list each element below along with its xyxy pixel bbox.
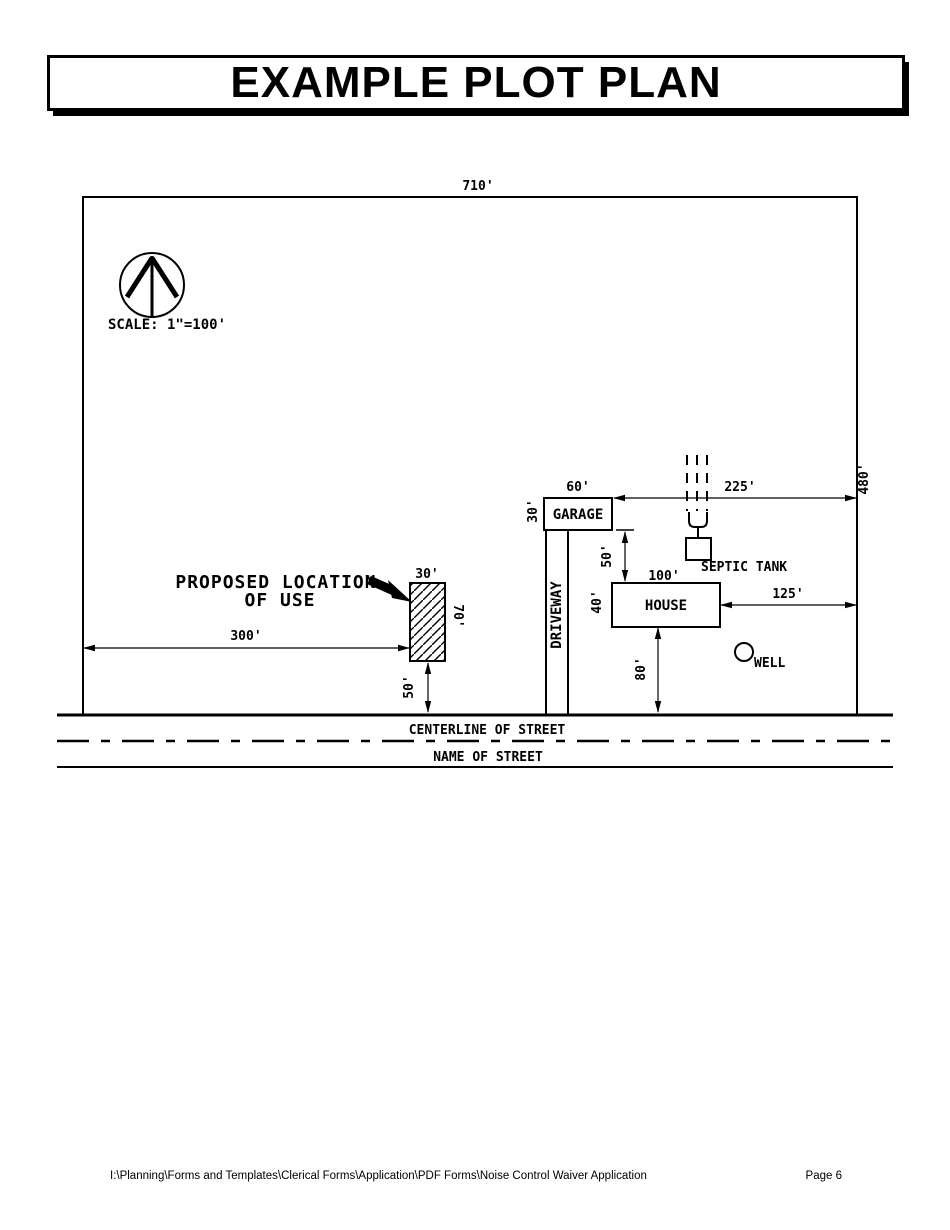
septic-tank-label: SEPTIC TANK <box>701 560 787 575</box>
dim-house-width-100: 100' <box>648 569 679 584</box>
garage-box <box>543 497 613 531</box>
house-label: HOUSE <box>645 598 687 614</box>
plot-plan-diagram: 710' 480' SCALE: 1"=100' GARAGE 60' 30' … <box>57 179 893 768</box>
septic-tank-box <box>685 537 712 561</box>
scale-label: SCALE: 1"=100' <box>108 317 226 333</box>
dim-use-to-left-300: 300' <box>230 629 261 644</box>
title-box: EXAMPLE PLOT PLAN <box>47 55 905 111</box>
dim-garage-width-60: 60' <box>566 480 589 495</box>
page-title: EXAMPLE PLOT PLAN <box>230 58 722 107</box>
proposed-location-label-line2: OF USE <box>244 590 315 611</box>
septic-system <box>685 455 712 561</box>
dim-use-depth-70: 70' <box>450 604 465 627</box>
centerline-label: CENTERLINE OF STREET <box>409 723 566 738</box>
lot-boundary <box>82 196 858 714</box>
footer-page-number: Page 6 <box>805 1170 842 1182</box>
driveway-label: DRIVEWAY <box>549 581 565 649</box>
footer-file-path: I:\Planning\Forms and Templates\Clerical… <box>110 1170 647 1182</box>
driveway <box>545 530 569 714</box>
north-arrow-icon <box>119 252 185 318</box>
dim-house-depth-40: 40' <box>590 590 605 613</box>
well-label: WELL <box>754 656 785 671</box>
well-icon <box>734 642 754 662</box>
proposed-location-label-line1: PROPOSED LOCATION <box>175 572 376 593</box>
pointer-arrow-icon <box>367 575 412 602</box>
dim-house-to-right-125: 125' <box>772 587 803 602</box>
proposed-use-box <box>409 582 446 662</box>
dim-depth-480: 480' <box>857 463 872 494</box>
dim-garage-house-gap-50: 50' <box>600 544 615 567</box>
garage-label: GARAGE <box>553 507 604 523</box>
dim-frontage-710: 710' <box>462 179 493 194</box>
dim-garage-depth-30: 30' <box>526 499 541 522</box>
dim-garage-to-right-225: 225' <box>724 480 755 495</box>
street-name-label: NAME OF STREET <box>433 750 543 765</box>
dim-house-to-street-80: 80' <box>634 657 649 680</box>
house-box <box>611 582 721 628</box>
dim-use-width-30: 30' <box>415 567 438 582</box>
dim-use-to-street-50: 50' <box>402 675 417 698</box>
